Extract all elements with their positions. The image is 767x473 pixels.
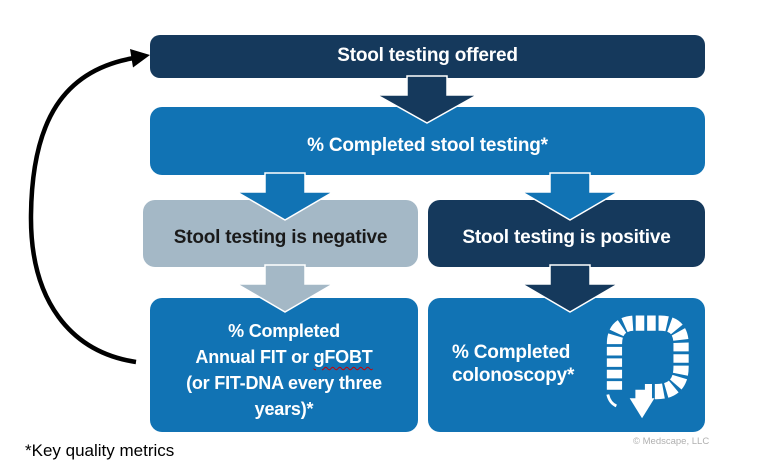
box-completed-annual-fit: % Completed Annual FIT or gFOBT (or FIT-…: [150, 298, 418, 432]
footnote-key-quality-metrics: *Key quality metrics: [25, 441, 175, 460]
colonoscopy-line-1: % Completed: [452, 342, 571, 364]
box-stool-testing-offered: Stool testing offered: [150, 35, 705, 78]
loop-arrow-fit-to-offered: [28, 49, 150, 365]
box-stool-testing-negative-label: Stool testing is negative: [173, 227, 388, 249]
box-completed-stool-testing: % Completed stool testing*: [150, 107, 705, 175]
colonoscopy-line-2: colonoscopy*: [452, 365, 575, 386]
fit-line-3: (or FIT-DNA every three: [186, 373, 382, 393]
colonoscopy-label: % Completed colonoscopy*: [452, 342, 574, 388]
fit-line-2-misspelled-word: gFOBT: [313, 347, 373, 367]
box-stool-testing-positive-label: Stool testing is positive: [462, 227, 671, 249]
fit-line-2-prefix: Annual FIT or: [195, 347, 314, 367]
box-stool-testing-offered-label: Stool testing offered: [337, 45, 518, 67]
colon-icon: [606, 315, 689, 419]
fit-line-2: Annual FIT or gFOBT: [195, 344, 372, 370]
box-stool-testing-positive: Stool testing is positive: [428, 200, 705, 267]
fit-line-4: years)*: [254, 399, 314, 419]
box-completed-colonoscopy: % Completed colonoscopy*: [428, 298, 705, 432]
copyright-text: © Medscape, LLC: [633, 436, 710, 447]
fit-line-1: % Completed: [228, 321, 340, 341]
box-stool-testing-negative: Stool testing is negative: [143, 200, 418, 267]
box-completed-stool-testing-label: % Completed stool testing*: [307, 134, 548, 156]
